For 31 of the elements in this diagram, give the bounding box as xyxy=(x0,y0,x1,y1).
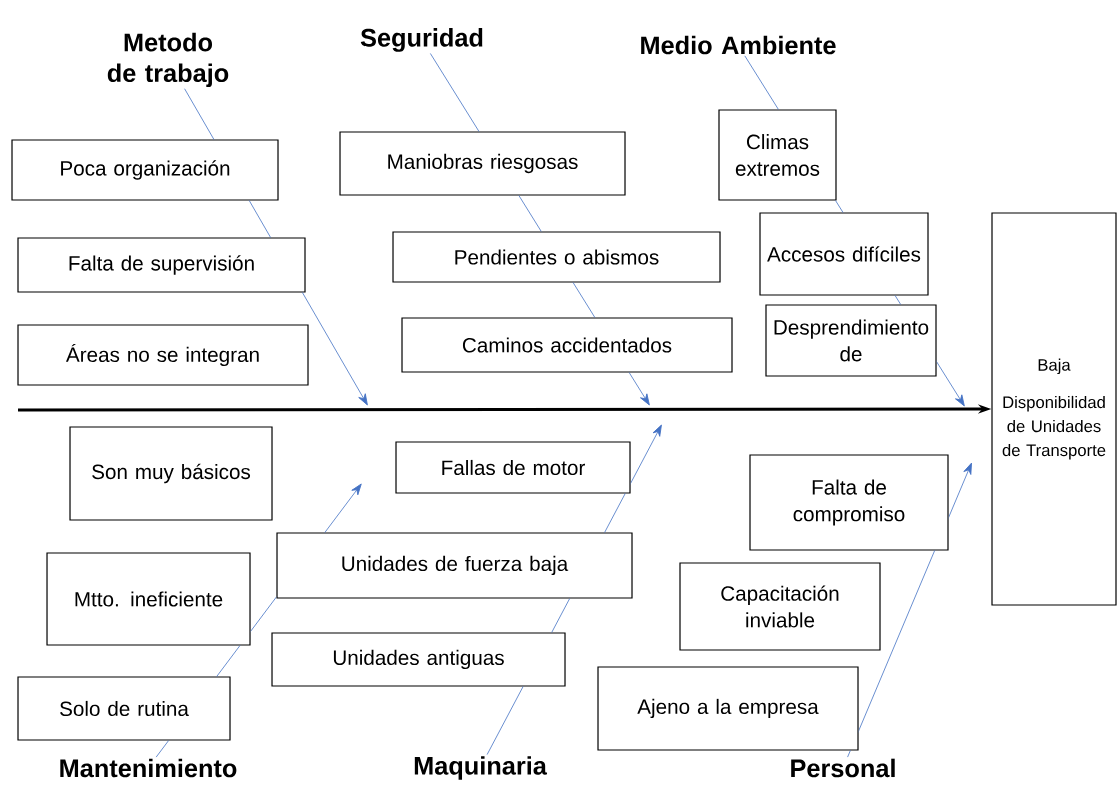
category-label: Metodo de trabajo xyxy=(107,32,229,88)
cause-box: Unidades de fuerza baja xyxy=(276,532,633,599)
arrow xyxy=(184,88,368,406)
cause-box: Unidades antiguas xyxy=(271,632,566,687)
arrow xyxy=(744,55,965,407)
category-label: Personal xyxy=(791,758,895,778)
cause-box: Solo de rutina xyxy=(17,676,231,741)
cause-box: Son muy básicos xyxy=(69,426,273,521)
cause-box: Falta de supervisión xyxy=(17,237,306,293)
cause-box: Áreas no se integran xyxy=(17,324,309,386)
cause-box: Desprendimiento de xyxy=(765,304,937,377)
cause-box: Falta de compromiso xyxy=(749,454,949,551)
category-label: Mantenimiento xyxy=(60,758,237,778)
effect-box: Baja Disponibilidad de Unidades de Transporte xyxy=(991,212,1117,606)
category-label: Maquinaria xyxy=(414,756,548,780)
category-label: Seguridad xyxy=(360,28,483,52)
category-label: Medio Ambiente xyxy=(641,35,836,55)
cause-box: Maniobras riesgosas xyxy=(339,131,626,196)
cause-box: Mtto. ineficiente xyxy=(46,552,251,646)
cause-box: Pendientes o abismos xyxy=(392,231,721,283)
cause-box: Climas extremos xyxy=(718,109,837,201)
arrow xyxy=(486,424,662,755)
cause-box: Poca organización xyxy=(11,139,279,201)
cause-box: Caminos accidentados xyxy=(401,317,733,373)
arrow xyxy=(847,462,972,758)
cause-box: Accesos difíciles xyxy=(759,212,929,296)
arrow xyxy=(429,53,650,406)
arrow xyxy=(155,483,362,758)
cause-box: Fallas de motor xyxy=(395,441,631,494)
cause-box: Ajeno a la empresa xyxy=(597,666,859,751)
cause-box: Capacitación inviable xyxy=(679,562,881,651)
